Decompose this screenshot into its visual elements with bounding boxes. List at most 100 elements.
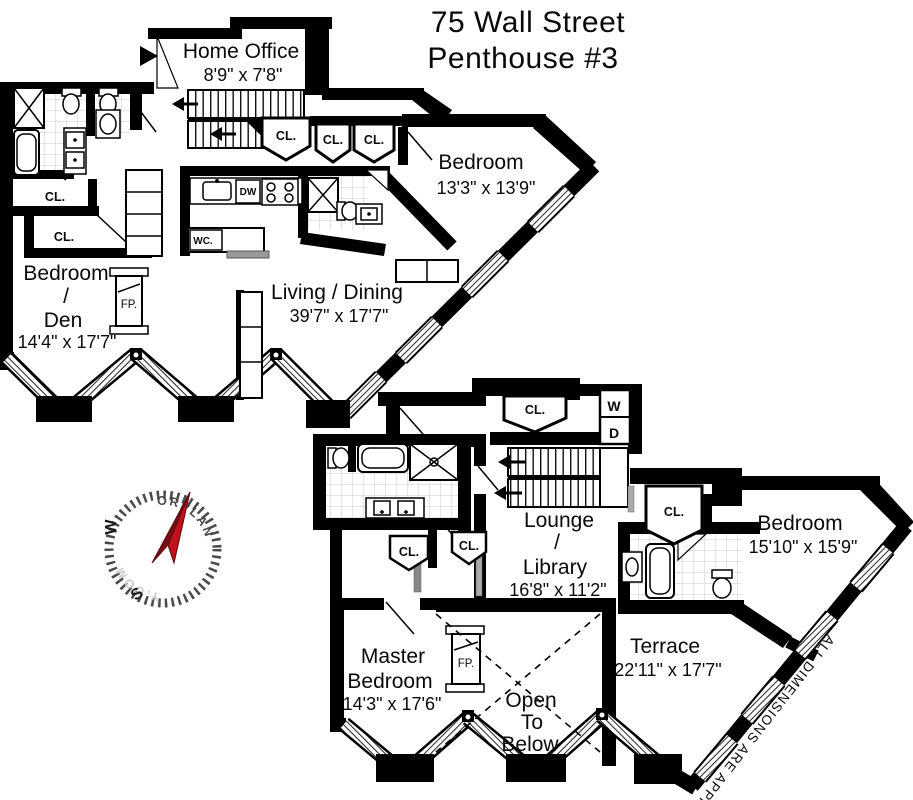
- window-band: [693, 733, 739, 783]
- closet: CL.: [260, 116, 312, 162]
- upper-floor-plan: DW WC.: [0, 17, 600, 428]
- fireplace-icon: FP.: [109, 267, 149, 335]
- door-swing: [95, 213, 127, 243]
- sink-icon: [355, 203, 383, 225]
- north-needle-icon: [151, 491, 191, 565]
- window-band: [460, 249, 510, 299]
- closet: CL.: [502, 394, 568, 434]
- toilet-icon: [711, 569, 733, 599]
- room-label-bedroom-den: Bedroom / Den 14'4" x 17'7": [18, 262, 117, 352]
- shower-icon: [307, 177, 339, 213]
- double-vanity-icon: [365, 497, 425, 519]
- upper-walls: [0, 17, 596, 400]
- toilet-icon: [61, 87, 82, 115]
- room-name: Below: [501, 733, 559, 756]
- upper-bathroom: [13, 87, 130, 176]
- window-band: [526, 184, 576, 234]
- door-swing: [407, 131, 433, 161]
- door-leaf: [364, 169, 389, 192]
- room-name: Bedroom: [23, 262, 108, 285]
- window-band: [793, 610, 839, 660]
- room-dims: 22'11" x 17'7": [614, 660, 721, 680]
- room-label-bedroom-lower: Bedroom 15'10" x 15'9": [749, 512, 858, 557]
- room-name: Terrace: [630, 635, 700, 658]
- bathtub-icon: [645, 543, 675, 599]
- closet-label: CL.: [459, 539, 479, 553]
- dryer-label: D: [609, 425, 619, 441]
- closet: CL.: [352, 122, 396, 164]
- closet-label: CL.: [45, 190, 65, 204]
- room-name: Den: [44, 309, 83, 332]
- stair-arrow-icon: [494, 486, 522, 500]
- room-name: Library: [523, 556, 588, 579]
- stair-arrow-icon: [172, 97, 198, 111]
- closet-label: CL.: [54, 230, 74, 244]
- counter-icon: [395, 259, 459, 283]
- room-dims: 16'8" x 11'2": [509, 580, 606, 600]
- shower-icon: [13, 87, 45, 129]
- door-swing: [399, 407, 431, 443]
- plan-title: 75 Wall Street Penthouse #3: [427, 6, 625, 75]
- closet: CL.: [314, 122, 352, 164]
- radiator-icon: [226, 250, 270, 259]
- kitchen-island: WC.: [187, 227, 265, 253]
- closet-label: CL.: [323, 133, 343, 147]
- sink-icon: [621, 551, 643, 583]
- door-swing: [385, 601, 415, 635]
- window-band: [338, 370, 388, 420]
- kitchen: DW WC.: [187, 177, 303, 253]
- room-name: Master: [361, 645, 425, 668]
- room-dims: 14'3" x 17'6": [343, 694, 442, 714]
- washer-label: W: [607, 398, 621, 414]
- stove-icon: [261, 178, 299, 206]
- dishwasher-label: DW: [240, 187, 257, 198]
- closet-label: CL.: [276, 129, 296, 143]
- fireplace-label: FP.: [121, 299, 137, 311]
- room-label-terrace: Terrace 22'11" x 17'7": [614, 635, 721, 680]
- open-to-below-marks: [435, 613, 601, 753]
- stair-arrow-icon: [210, 127, 236, 141]
- window-band: [849, 543, 895, 593]
- room-name: Bedroom: [347, 670, 432, 693]
- bathtub-icon: [13, 129, 40, 176]
- bedroom-bathroom: [621, 533, 742, 600]
- door-swing: [477, 465, 499, 491]
- room-label-home-office: Home Office 8'9" x 7'8": [183, 40, 299, 85]
- room-label-bedroom-upper: Bedroom 13'3" x 13'9": [437, 151, 536, 198]
- window-band: [394, 315, 444, 365]
- room-name: Open: [505, 689, 556, 712]
- room-label-open-to-below: Open To Below: [501, 689, 559, 756]
- closet-label: CL.: [399, 545, 419, 559]
- upper-window-wall: [334, 160, 600, 424]
- washer-dryer-icon: W D: [598, 388, 632, 446]
- door-swing: [137, 107, 157, 133]
- cabinet-icon: [125, 169, 163, 257]
- lower-stairs-icon: [494, 447, 629, 508]
- room-label-master-bedroom: Master Bedroom 14'3" x 17'6": [343, 645, 442, 714]
- closet-label: CL.: [525, 403, 545, 417]
- upper-stairs-icon: [172, 89, 305, 149]
- room-dims: 39'7" x 17'7": [290, 306, 389, 326]
- room-dims: 14'4" x 17'7": [18, 332, 117, 352]
- title-line-2: Penthouse #3: [427, 42, 618, 75]
- double-vanity-icon: [63, 127, 87, 175]
- fireplace-label: FP.: [458, 658, 474, 670]
- window-band: [740, 675, 786, 725]
- kitchen-sink-icon: [202, 179, 232, 201]
- bathtub-icon: [357, 443, 409, 473]
- compass-west-label: W: [103, 519, 120, 535]
- lower-window-wall: [686, 521, 912, 791]
- closet: CL.: [388, 534, 430, 572]
- fireplace-icon: FP.: [445, 625, 485, 693]
- room-dims: 15'10" x 15'9": [749, 537, 858, 557]
- lower-floor-plan: W D: [313, 378, 913, 795]
- shower-icon: [409, 443, 459, 481]
- door-leaf: [156, 35, 179, 89]
- title-line-1: 75 Wall Street: [431, 6, 625, 39]
- room-name: Bedroom: [438, 151, 523, 174]
- room-label-living-dining: Living / Dining 39'7" x 17'7": [271, 281, 403, 326]
- room-name: Lounge: [524, 509, 594, 532]
- stair-arrow-icon: [498, 455, 526, 469]
- room-name: To: [521, 711, 543, 734]
